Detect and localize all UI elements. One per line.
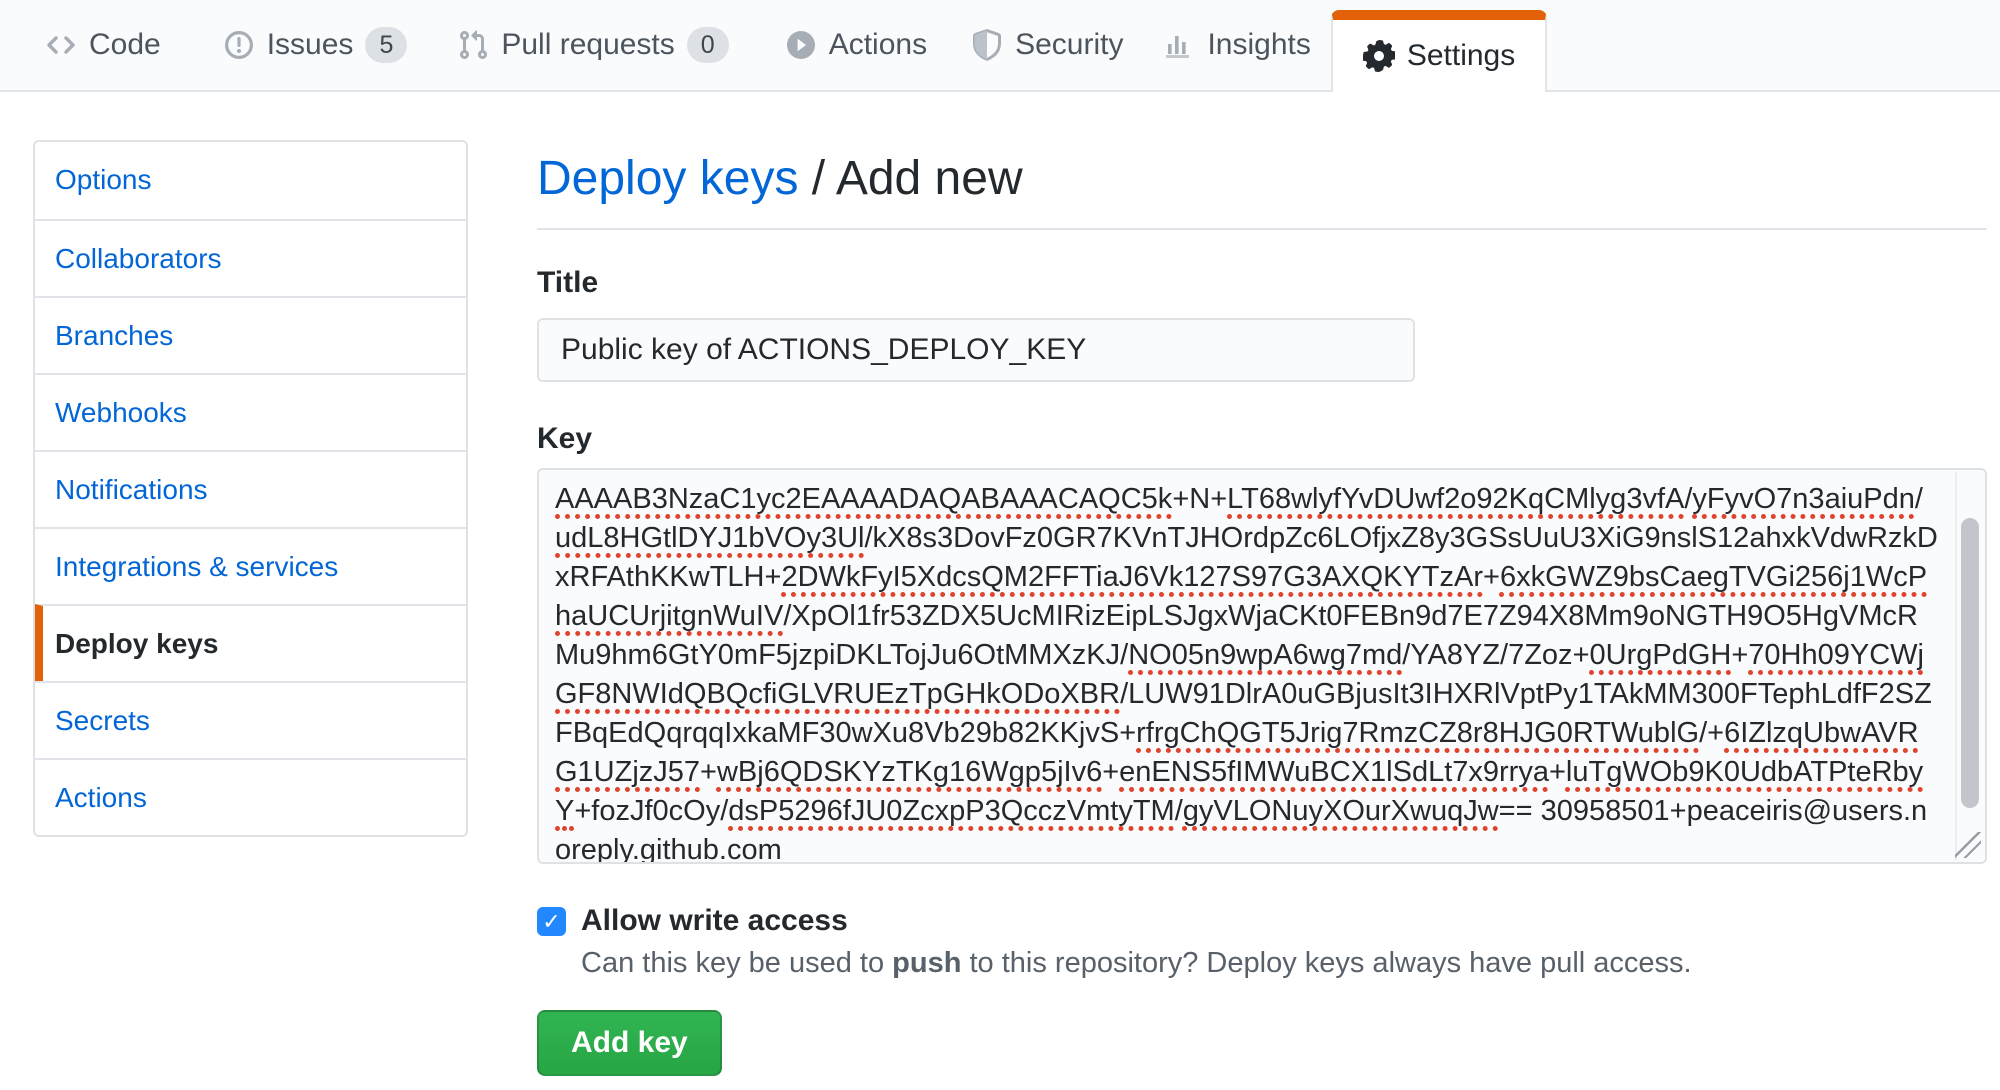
issues-count-badge: 5 bbox=[365, 27, 408, 63]
tab-actions-label: Actions bbox=[828, 28, 928, 61]
play-icon bbox=[785, 29, 817, 61]
sidebar-item-deploy-keys[interactable]: Deploy keys bbox=[35, 604, 466, 681]
push-emphasis: push bbox=[892, 947, 962, 979]
sidebar-item-integrations-services[interactable]: Integrations & services bbox=[35, 527, 466, 604]
tab-code-label: Code bbox=[89, 28, 161, 61]
sidebar-item-webhooks[interactable]: Webhooks bbox=[35, 373, 466, 450]
tab-security[interactable]: Security bbox=[971, 28, 1123, 62]
shield-icon bbox=[971, 29, 1003, 61]
deploy-key-form: Deploy keys / Add new Title Key AAAAB3Nz… bbox=[537, 140, 1987, 1076]
tab-pull-requests[interactable]: Pull requests 0 bbox=[457, 27, 729, 63]
tab-security-label: Security bbox=[1015, 28, 1124, 61]
tab-settings[interactable]: Settings bbox=[1330, 10, 1548, 92]
git-pull-request-icon bbox=[457, 29, 489, 61]
title-divider bbox=[537, 228, 1987, 230]
textarea-resize-grip-icon[interactable] bbox=[1955, 832, 1981, 858]
key-textarea[interactable]: AAAAB3NzaC1yc2EAAAADAQABAAACAQC5k+N+LT68… bbox=[537, 468, 1987, 864]
key-scrollbar-thumb[interactable] bbox=[1961, 518, 1979, 808]
sidebar-item-options[interactable]: Options bbox=[55, 164, 152, 195]
tab-issues[interactable]: Issues 5 bbox=[223, 27, 408, 63]
issue-opened-icon bbox=[223, 29, 255, 61]
breadcrumb-current: Add new bbox=[835, 152, 1023, 205]
tab-issues-label: Issues bbox=[266, 28, 354, 61]
graph-icon bbox=[1163, 29, 1195, 61]
sidebar-item-notifications[interactable]: Notifications bbox=[35, 450, 466, 527]
breadcrumb-deploy-keys-link[interactable]: Deploy keys bbox=[537, 152, 799, 205]
tab-settings-label: Settings bbox=[1406, 39, 1516, 72]
tab-insights-label: Insights bbox=[1207, 28, 1311, 61]
title-field-label: Title bbox=[537, 266, 599, 299]
allow-write-access-checkbox[interactable]: ✓ bbox=[537, 906, 566, 936]
key-text: AAAAB3NzaC1yc2EAAAADAQABAAACAQC5k+N+LT68… bbox=[555, 483, 1938, 864]
breadcrumb-separator: / bbox=[798, 152, 836, 205]
sidebar-item-secrets[interactable]: Secrets bbox=[35, 681, 466, 758]
settings-page: Options Collaborators Branches Webhooks … bbox=[0, 92, 2000, 1076]
key-scrollbar-track[interactable] bbox=[1955, 472, 1983, 860]
tab-pull-requests-label: Pull requests bbox=[501, 28, 675, 61]
code-icon bbox=[45, 29, 77, 61]
allow-write-access-row: ✓ Allow write access bbox=[537, 904, 1987, 938]
repo-tab-bar: Code Issues 5 Pull requests 0 Actions Se… bbox=[0, 0, 2000, 92]
title-input[interactable] bbox=[537, 318, 1415, 382]
key-field-label: Key bbox=[537, 422, 593, 455]
sidebar-item-branches[interactable]: Branches bbox=[35, 296, 466, 373]
sidebar-item-actions[interactable]: Actions bbox=[35, 758, 466, 835]
allow-write-access-note: Can this key be used to push to this rep… bbox=[581, 947, 1692, 979]
page-title: Deploy keys / Add new bbox=[537, 150, 1987, 208]
tab-actions[interactable]: Actions bbox=[785, 28, 927, 62]
tab-code[interactable]: Code bbox=[45, 28, 161, 62]
pull-requests-count-badge: 0 bbox=[686, 27, 729, 63]
sidebar-item-collaborators[interactable]: Collaborators bbox=[35, 219, 466, 296]
gear-icon bbox=[1362, 40, 1395, 72]
allow-write-access-label: Allow write access bbox=[581, 904, 848, 937]
settings-sidebar: Options Collaborators Branches Webhooks … bbox=[33, 140, 468, 837]
tab-insights[interactable]: Insights bbox=[1163, 28, 1311, 62]
add-key-button[interactable]: Add key bbox=[537, 1010, 722, 1076]
